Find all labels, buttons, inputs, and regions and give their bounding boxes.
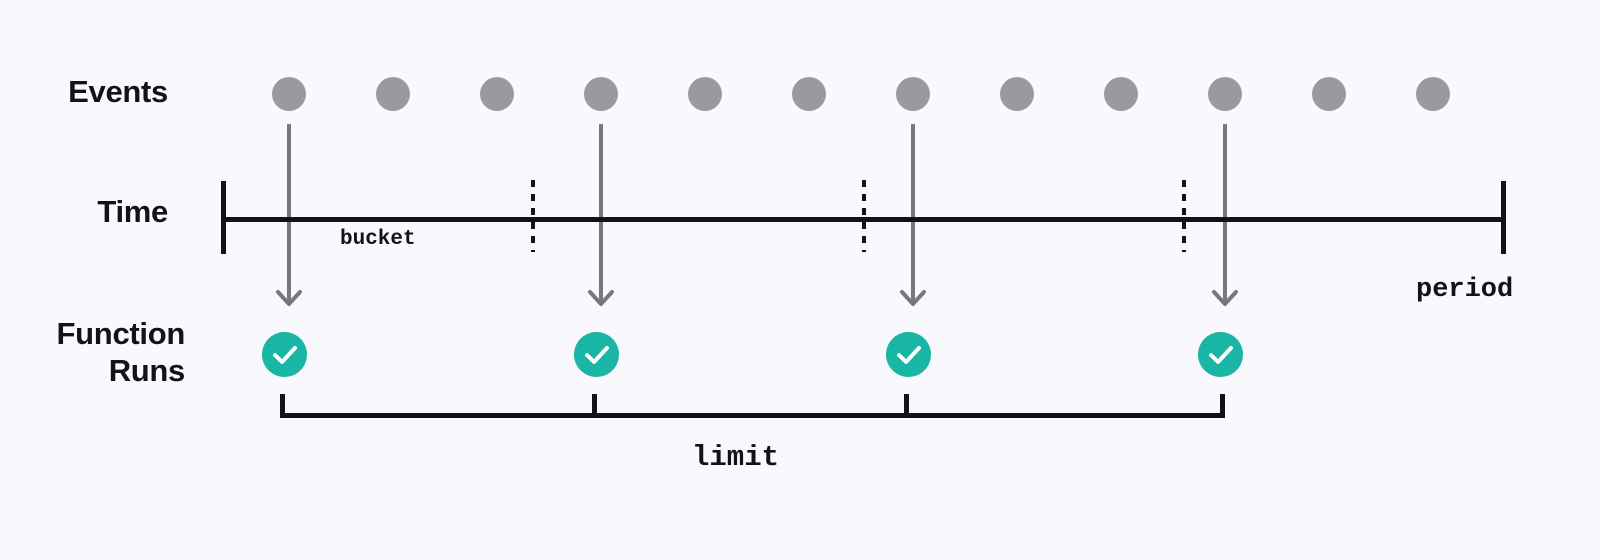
event-dot [1000,77,1034,111]
bucket-annotation: bucket [340,228,416,251]
limit-bracket-tick [280,394,285,416]
function-runs-row-label: Function Runs [56,316,186,388]
arrow-down-icon [900,288,926,314]
event-dot [896,77,930,111]
limit-bracket-tick [592,394,597,416]
event-dot [480,77,514,111]
event-dot [584,77,618,111]
limit-bracket-line [280,413,1225,418]
limit-bracket-tick [1220,394,1225,416]
events-row-label: Events [68,74,168,109]
function-run-success [574,332,619,377]
function-run-success [1198,332,1243,377]
event-dot [1312,77,1346,111]
bucket-divider [862,180,866,252]
check-icon [273,346,297,364]
check-icon [897,346,921,364]
event-drop-line-lower [599,219,603,301]
event-dot [1208,77,1242,111]
arrow-down-icon [588,288,614,314]
event-dot [376,77,410,111]
event-drop-line-upper [911,124,915,219]
period-annotation: period [1416,275,1514,305]
arrow-down-icon [1212,288,1238,314]
event-drop-line-upper [1223,124,1227,219]
arrow-down-icon [276,288,302,314]
event-dot [792,77,826,111]
event-drop-line-upper [287,124,291,219]
event-dot [1104,77,1138,111]
limit-bracket-tick [904,394,909,416]
time-row-label: Time [97,194,168,229]
event-dot [272,77,306,111]
event-dot [1416,77,1450,111]
bucket-divider [1182,180,1186,252]
check-icon [585,346,609,364]
event-drop-line-upper [599,124,603,219]
bucket-divider [531,180,535,252]
time-axis-start-cap [221,181,226,254]
function-run-success [262,332,307,377]
check-icon [1209,346,1233,364]
event-drop-line-lower [287,219,291,301]
event-dot [688,77,722,111]
time-axis-end-cap [1501,181,1506,254]
event-drop-line-lower [911,219,915,301]
limit-annotation: limit [692,441,780,474]
function-run-success [886,332,931,377]
event-drop-line-lower [1223,219,1227,301]
